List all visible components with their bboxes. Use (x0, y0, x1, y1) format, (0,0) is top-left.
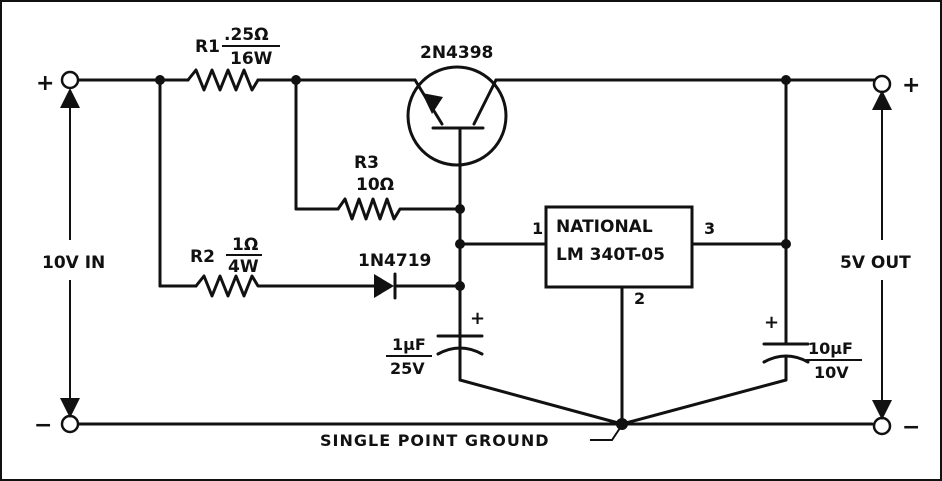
r2-power: 4W (228, 257, 259, 277)
regulator-pin2: 2 (634, 289, 645, 308)
r2-value: 1Ω (232, 235, 258, 255)
c-in-value: 1μF (392, 335, 426, 354)
resistor-r2 (194, 274, 266, 298)
output-minus-label: − (902, 415, 920, 440)
ground-wire-cout (620, 378, 788, 426)
transistor-collector (472, 78, 498, 126)
junction-dot (781, 75, 791, 85)
c-in-voltage: 25V (390, 359, 425, 378)
output-plus-label: + (902, 73, 920, 98)
transistor-2n4398 (406, 65, 508, 167)
output-voltage-label: 5V OUT (840, 253, 911, 273)
diode-label: 1N4719 (358, 251, 431, 271)
resistor-r3 (336, 197, 408, 221)
input-plus-label: + (36, 71, 54, 96)
input-voltage-label: 10V IN (42, 253, 105, 273)
ground-leader (590, 427, 621, 441)
junction-dot (291, 75, 301, 85)
r1-power: 16W (230, 49, 273, 69)
r1-name: R1 (195, 37, 220, 57)
ground-wire-cin (458, 378, 624, 426)
r3-name: R3 (354, 153, 379, 173)
diode-1n4719 (374, 274, 394, 298)
regulator-line1: NATIONAL (556, 217, 653, 237)
input-plus-terminal[interactable] (60, 70, 80, 90)
c-in-plate-bottom (436, 346, 484, 356)
junction-dot (455, 239, 465, 249)
input-minus-terminal[interactable] (60, 414, 80, 434)
ground-label: SINGLE POINT GROUND (320, 431, 550, 450)
junction-dot (155, 75, 165, 85)
regulator-pin3: 3 (704, 219, 715, 238)
transistor-emitter-arrow (422, 93, 443, 114)
output-minus-terminal[interactable] (872, 416, 892, 436)
transistor-label: 2N4398 (420, 43, 493, 63)
r3-value: 10Ω (356, 175, 394, 195)
junction-dot (455, 281, 465, 291)
junction-dot (455, 204, 465, 214)
output-plus-terminal[interactable] (872, 74, 892, 94)
input-minus-label: − (34, 413, 52, 438)
c-out-plus: + (764, 312, 779, 333)
resistor-r1 (186, 68, 260, 92)
c-out-value: 10μF (808, 339, 853, 358)
r1-value: .25Ω (224, 25, 269, 45)
r2-name: R2 (190, 247, 215, 267)
regulator-lm340t (544, 205, 694, 289)
regulator-line2: LM 340T-05 (556, 245, 665, 265)
regulator-pin1: 1 (532, 219, 543, 238)
junction-dot (781, 239, 791, 249)
c-out-voltage: 10V (814, 363, 849, 382)
junction-dot (616, 418, 628, 430)
c-in-plus: + (470, 308, 485, 329)
